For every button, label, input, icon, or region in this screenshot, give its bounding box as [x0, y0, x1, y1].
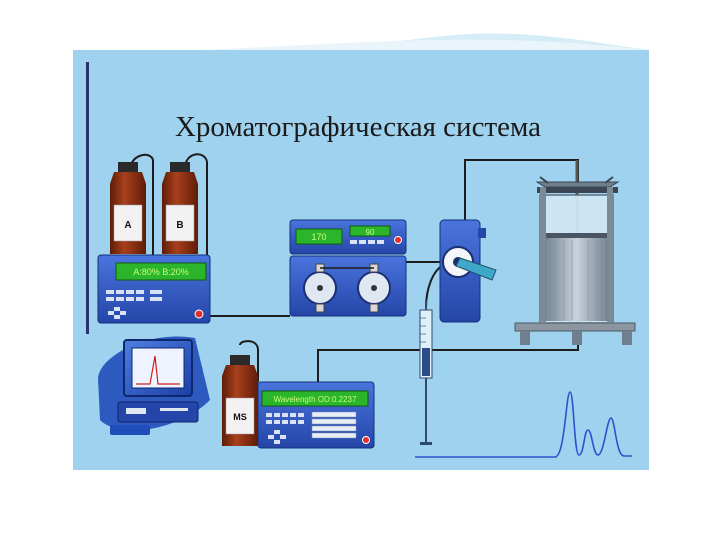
computer-icon: [98, 336, 210, 435]
gradient-controller: A:80% B:20%: [97, 254, 211, 324]
top-banner: [0, 0, 720, 52]
detector-power-button: [362, 436, 370, 444]
detector-menu-buttons: [311, 411, 357, 439]
injector-valve: [439, 219, 497, 323]
slide-title: Хроматографическая система: [174, 111, 542, 143]
detector-controller: Wavelength OD:0.2237: [257, 381, 375, 449]
bottle-b-label: B: [176, 220, 183, 231]
pump-display-right: 90: [366, 228, 375, 237]
pump-controller: 170 90: [289, 219, 407, 255]
bottle-a-label: A: [124, 220, 131, 231]
pump-display-left: 170: [311, 232, 326, 242]
gradient-keypad: [106, 290, 162, 301]
slide-left-rule: [86, 62, 89, 334]
detector-display: Wavelength OD:0.2237: [274, 395, 357, 404]
gradient-arrow-keys: [108, 307, 126, 319]
bottle-b: B: [162, 162, 198, 254]
injector-handle: [455, 257, 497, 281]
pump-power-button: [394, 236, 402, 244]
ms-bottle-label: MS: [233, 412, 247, 422]
chromatography-column: [514, 160, 636, 345]
detector-keypad: [266, 413, 304, 444]
ms-bottle: MS: [222, 355, 258, 446]
gradient-power-button: [194, 309, 204, 319]
dual-piston-pump: [289, 255, 407, 317]
chromatogram-trace: [415, 391, 632, 458]
top-wave-decoration: [200, 33, 650, 50]
gradient-display: A:80% B:20%: [133, 267, 189, 277]
syringe: [419, 300, 433, 445]
bottle-a: A: [110, 162, 146, 254]
